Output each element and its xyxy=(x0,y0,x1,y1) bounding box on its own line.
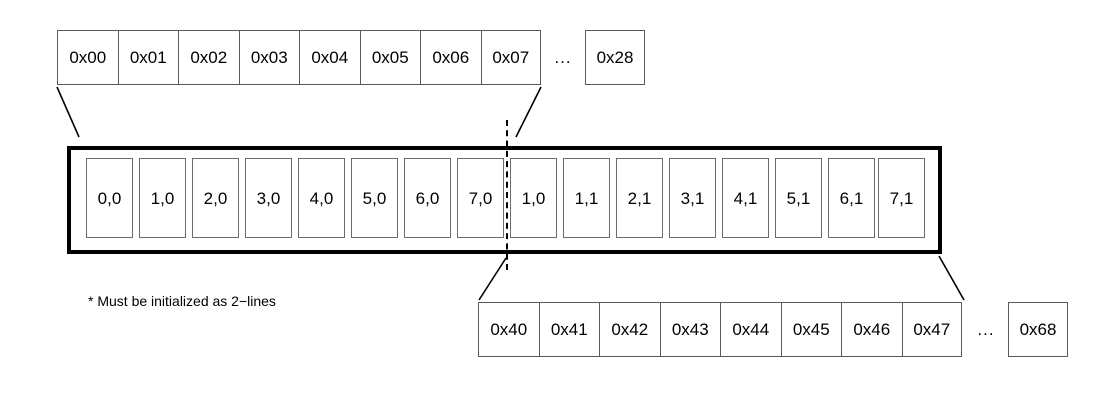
address-cell: 0x06 xyxy=(420,30,481,85)
cache-line-cell: 4,1 xyxy=(722,158,769,238)
address-cell: 0x47 xyxy=(901,302,962,357)
cache-line-cell: 7,1 xyxy=(878,158,925,238)
address-cell: 0x07 xyxy=(480,30,541,85)
half-line-divider xyxy=(506,120,508,270)
address-cell: 0x00 xyxy=(57,30,118,85)
address-cell-tail: 0x68 xyxy=(1008,302,1068,357)
address-cell: 0x02 xyxy=(178,30,239,85)
cache-line-cell: 3,1 xyxy=(669,158,716,238)
address-cell: 0x42 xyxy=(599,302,660,357)
cache-line-cell: 6,1 xyxy=(828,158,875,238)
cache-line-cell: 1,1 xyxy=(563,158,610,238)
address-cell: 0x05 xyxy=(359,30,420,85)
cache-line-cell: 2,1 xyxy=(616,158,663,238)
top-row-ellipsis: ... xyxy=(554,48,572,67)
line-0-address-row: 0x00 0x01 0x02 0x03 0x04 0x05 0x06 0x07 xyxy=(57,30,541,85)
address-cell: 0x45 xyxy=(780,302,841,357)
cache-line-cell: 6,0 xyxy=(404,158,451,238)
cache-line-cell: 1,0 xyxy=(139,158,186,238)
address-cell: 0x41 xyxy=(538,302,599,357)
address-cell-tail: 0x28 xyxy=(585,30,645,85)
cache-line-cell: 5,0 xyxy=(351,158,398,238)
cache-line-cell: 5,1 xyxy=(775,158,822,238)
address-cell: 0x40 xyxy=(478,302,539,357)
cache-line-cell: 3,0 xyxy=(245,158,292,238)
cache-line-cell: 1,0 xyxy=(510,158,557,238)
address-cell: 0x44 xyxy=(720,302,781,357)
address-cell: 0x43 xyxy=(659,302,720,357)
address-cell: 0x01 xyxy=(117,30,178,85)
cache-line-cell: 0,0 xyxy=(86,158,133,238)
cache-line-cell: 2,0 xyxy=(192,158,239,238)
line-1-address-row: 0x40 0x41 0x42 0x43 0x44 0x45 0x46 0x47 xyxy=(478,302,962,357)
cache-line-cell: 4,0 xyxy=(298,158,345,238)
bottom-row-ellipsis: ... xyxy=(977,320,995,339)
initialization-note: * Must be initialized as 2−lines xyxy=(88,293,276,309)
address-cell: 0x46 xyxy=(841,302,902,357)
cache-line-cell: 7,0 xyxy=(457,158,504,238)
address-cell: 0x03 xyxy=(238,30,299,85)
address-cell: 0x04 xyxy=(299,30,360,85)
